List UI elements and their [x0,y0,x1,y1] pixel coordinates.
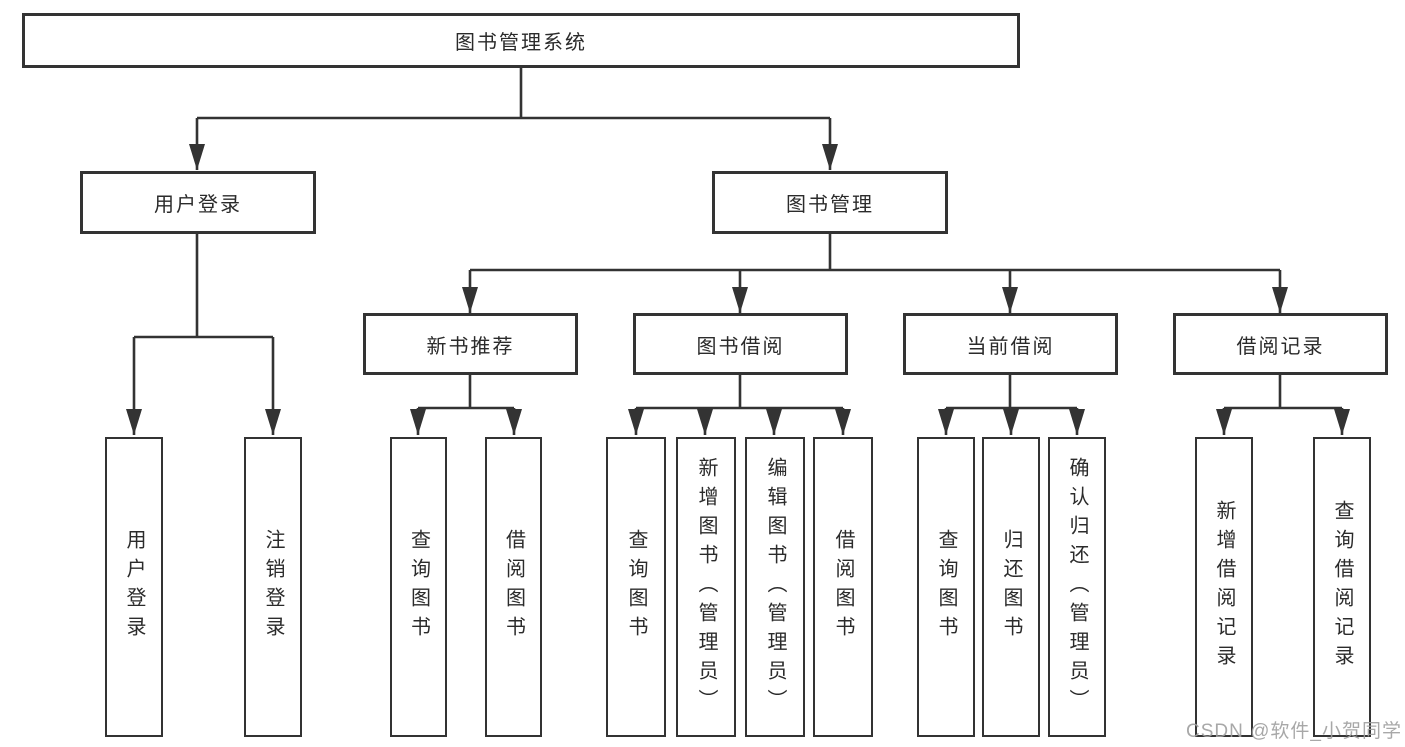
node-user-login: 用户登录 [80,171,316,234]
node-leaf-nbr-query-book: 查询图书 [390,437,447,737]
node-root: 图书管理系统 [22,13,1020,68]
node-leaf-bb-borrow-book: 借阅图书 [813,437,873,737]
connector-newbookrec-split [418,375,514,410]
node-leaf-login: 用户登录 [105,437,163,737]
node-leaf-cb-return-book: 归还图书 [982,437,1040,737]
node-new-book-rec: 新书推荐 [363,313,578,375]
node-leaf-br-query-record: 查询借阅记录 [1313,437,1371,737]
connector-elbows [134,67,1342,410]
node-leaf-cb-query-book: 查询图书 [917,437,975,737]
node-leaf-bb-add-book: 新增图书（管理员） [676,437,736,737]
connector-currentborrow-split [946,375,1077,410]
connector-userlogin-split [134,234,273,339]
node-book-borrow: 图书借阅 [633,313,848,375]
connector-borrowrecord-split [1224,375,1342,410]
node-leaf-logout: 注销登录 [244,437,302,737]
connector-bookborrow-split [636,375,843,410]
connector-bookmgmt-split [470,234,1280,272]
node-leaf-bb-edit-book: 编辑图书（管理员） [745,437,805,737]
connector-arrows [126,118,1350,435]
node-leaf-cb-confirm-return: 确认归还（管理员） [1048,437,1106,737]
connector-root-split [197,67,830,120]
node-borrow-record: 借阅记录 [1173,313,1388,375]
node-current-borrow: 当前借阅 [903,313,1118,375]
node-book-mgmt: 图书管理 [712,171,948,234]
node-leaf-nbr-borrow-book: 借阅图书 [485,437,542,737]
node-leaf-bb-query-book: 查询图书 [606,437,666,737]
node-leaf-br-add-record: 新增借阅记录 [1195,437,1253,737]
csdn-watermark: CSDN @软件_小贺同学 [1186,721,1402,742]
